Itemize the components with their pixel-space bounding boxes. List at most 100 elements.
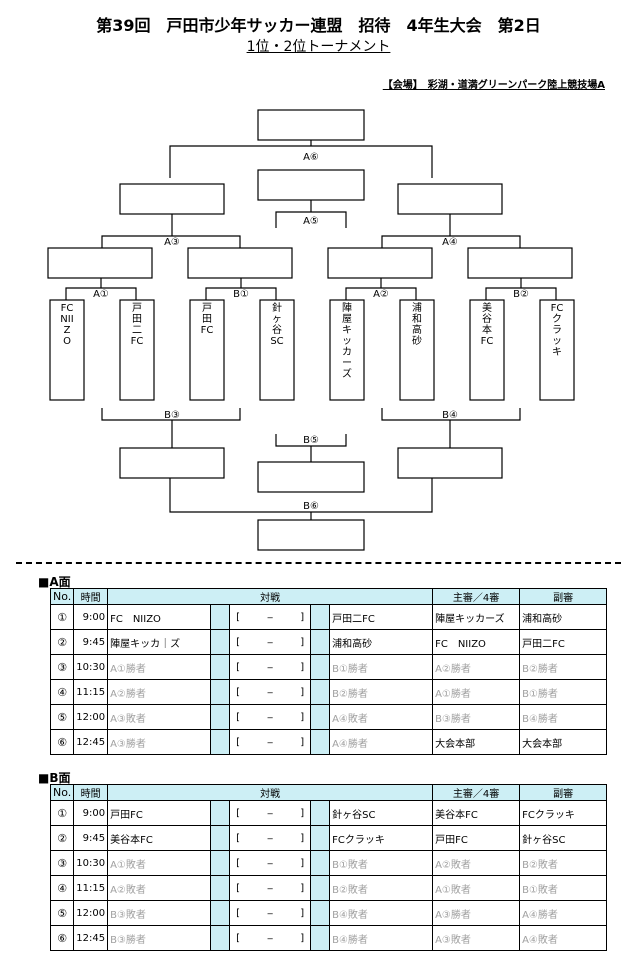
match-time: 12:00: [73, 704, 109, 730]
score-close: ]: [300, 711, 305, 723]
score-brackets: [_]: [232, 683, 308, 698]
team-name-7: 美谷本FC: [480, 303, 494, 347]
team-box-6: [399, 299, 435, 401]
score-open: [: [236, 857, 240, 869]
score-shade-left: [210, 704, 231, 730]
match-no: ②: [49, 825, 75, 851]
label-a2: A②: [373, 289, 389, 300]
team1-cell: B③勝者: [107, 925, 212, 951]
score-cell: [_]: [229, 875, 311, 901]
match-time: 12:00: [73, 900, 109, 926]
score-shade-right: [310, 704, 331, 730]
score-cell: [_]: [229, 825, 311, 851]
team2-cell: A④勝者: [329, 729, 434, 755]
score-cell: [_]: [229, 679, 311, 705]
team-box-8: [539, 299, 575, 401]
team2-cell: B④敗者: [329, 900, 434, 926]
score-shade-right: [310, 900, 331, 926]
score-brackets: [_]: [232, 804, 308, 819]
a3-connector: [101, 235, 241, 248]
qf-box-2: [187, 247, 293, 279]
score-close: ]: [300, 636, 305, 648]
score-close: ]: [300, 907, 305, 919]
score-mid: _: [267, 803, 273, 815]
team-name-1: FC NIIZO: [60, 303, 84, 347]
team-box-7: [469, 299, 505, 401]
score-close: ]: [300, 857, 305, 869]
score-shade-left: [210, 900, 231, 926]
score-mid: _: [267, 682, 273, 694]
tournament-bracket: A⑥ A⑤ A③ A④ A① B① A② B② B③ B④ B⑤ B⑥: [47, 109, 575, 551]
referee-cell: 大会本部: [432, 729, 521, 755]
referee-cell: A②勝者: [432, 654, 521, 680]
team-name-4: 針ヶ谷SC: [270, 303, 284, 347]
header-time: 時間: [73, 784, 109, 801]
referee-cell: FC NIIZO: [432, 629, 521, 655]
match-no: ③: [49, 850, 75, 876]
team-box-2: [119, 299, 155, 401]
score-shade-left: [210, 800, 231, 826]
header-match: 対戦: [107, 588, 434, 605]
score-cell: [_]: [229, 729, 311, 755]
match-time: 11:15: [73, 679, 109, 705]
label-a4: A④: [442, 237, 458, 248]
match-time: 12:45: [73, 729, 109, 755]
semi-box-left-top: [119, 183, 225, 215]
score-brackets: [_]: [232, 608, 308, 623]
label-b5: B⑤: [303, 435, 319, 446]
a6-connector: [169, 145, 433, 178]
score-mid: _: [267, 657, 273, 669]
subtitle-text: 1位・2位トーナメント: [246, 39, 391, 55]
match-time: 9:00: [73, 604, 109, 630]
score-shade-left: [210, 604, 231, 630]
match-no: ④: [49, 875, 75, 901]
header-time: 時間: [73, 588, 109, 605]
score-shade-left: [210, 825, 231, 851]
team1-cell: 陣屋キッカ｜ズ: [107, 629, 212, 655]
score-mid: _: [267, 607, 273, 619]
score-mid: _: [267, 853, 273, 865]
score-open: [: [236, 711, 240, 723]
assistant-cell: 浦和高砂: [519, 604, 608, 630]
score-brackets: [_]: [232, 633, 308, 648]
section-title-a: ■A面: [38, 575, 71, 589]
team2-cell: B②勝者: [329, 679, 434, 705]
label-a3: A③: [164, 237, 180, 248]
assistant-cell: B④勝者: [519, 704, 608, 730]
match-time: 9:00: [73, 800, 109, 826]
table-header-row: No.時間対戦主審／4審副審: [49, 588, 608, 605]
team1-cell: A①敗者: [107, 850, 212, 876]
score-close: ]: [300, 807, 305, 819]
assistant-cell: A④敗者: [519, 925, 608, 951]
score-open: [: [236, 736, 240, 748]
score-brackets: [ _]: [232, 854, 308, 869]
label-b6: B⑥: [303, 501, 319, 512]
team2-cell: 戸田二FC: [329, 604, 434, 630]
b6-connector: [169, 478, 433, 513]
match-no: ⑥: [49, 729, 75, 755]
score-mid: _: [267, 878, 273, 890]
header-referee: 主審／4審: [432, 784, 521, 801]
team1-cell: FC NIIZO: [107, 604, 212, 630]
b3-connector: [101, 408, 241, 421]
team2-cell: B②敗者: [329, 875, 434, 901]
assistant-cell: 針ヶ谷SC: [519, 825, 608, 851]
score-shade-right: [310, 679, 331, 705]
score-open: [: [236, 636, 240, 648]
score-cell: [_]: [229, 925, 311, 951]
team-box-4: [259, 299, 295, 401]
score-cell: [_]: [229, 629, 311, 655]
team1-cell: A②勝者: [107, 679, 212, 705]
score-shade-left: [210, 875, 231, 901]
score-mid: _: [267, 828, 273, 840]
match-no: ⑤: [49, 704, 75, 730]
final-box-top: [257, 109, 365, 141]
team1-cell: 戸田FC: [107, 800, 212, 826]
